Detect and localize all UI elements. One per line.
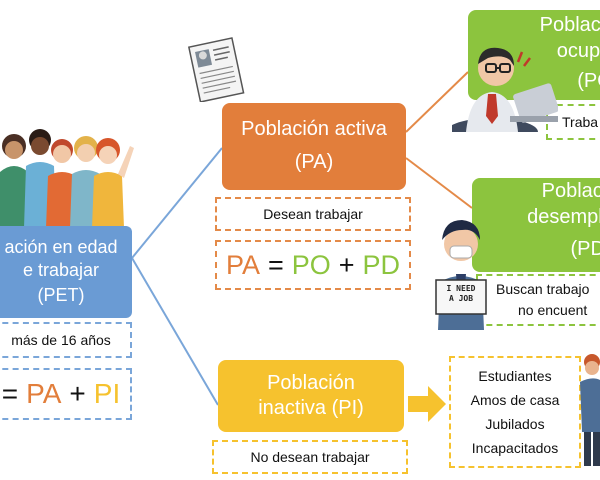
pd-box: Població desemplea (PD)	[472, 178, 600, 272]
pa-formula-po: PO	[291, 249, 331, 280]
pet-box: ación en edad e trabajar (PET)	[0, 226, 132, 318]
job-sign-line-1: I NEED	[446, 284, 476, 293]
connector-pa-pd	[405, 157, 473, 209]
pet-title-line-2: e trabajar	[22, 260, 100, 280]
connector-pet-pi	[131, 257, 219, 406]
pi-title-line-2: inactiva (PI)	[258, 397, 364, 419]
list-item: Incapacitados	[471, 440, 559, 456]
pet-formula-plus: +	[69, 378, 86, 409]
office-worker-icon	[452, 47, 558, 132]
connector-pet-pa	[131, 147, 223, 259]
pa-formula-eq: =	[267, 249, 284, 280]
pa-formula: PA = PO + PD	[215, 240, 411, 290]
pa-title: Población activa	[241, 117, 387, 140]
pa-formula-plus: +	[338, 249, 355, 280]
pa-abbr: (PA)	[294, 150, 334, 173]
pet-formula-pa: PA	[26, 378, 62, 409]
pet-formula-eq: =	[1, 378, 19, 409]
pi-category-list: Estudiantes Amos de casa Jubilados Incap…	[449, 356, 581, 468]
pd-note-line-1: Buscan trabajo	[496, 281, 590, 297]
pi-title-line-1: Población	[267, 372, 355, 394]
job-sign: I NEED A JOB	[437, 284, 485, 304]
job-sign-line-2: A JOB	[448, 294, 474, 303]
group-of-people-icon	[0, 129, 134, 228]
connector-pa-po	[405, 71, 469, 133]
pa-formula-pd: PD	[362, 249, 401, 280]
list-item: Amos de casa	[470, 392, 560, 408]
pa-formula-pa: PA	[225, 249, 260, 280]
po-title-line-1: Població	[539, 14, 600, 36]
pet-note: más de 16 años	[0, 322, 132, 358]
pd-note-line-2: no encuent	[518, 302, 588, 318]
pd-title-line-2: desemplea	[527, 206, 600, 228]
pet-formula: = PA + PI	[0, 368, 132, 420]
pet-title-line-1: ación en edad	[4, 237, 118, 257]
resume-document-icon	[187, 37, 245, 102]
list-item: Estudiantes	[478, 368, 552, 384]
job-seeker-icon	[435, 220, 487, 330]
standing-person-icon	[580, 354, 600, 466]
pet-formula-pi: PI	[93, 378, 121, 409]
pd-abbr: (PD)	[570, 238, 600, 260]
list-item: Jubilados	[485, 416, 545, 432]
pi-note: No desean trabajar	[212, 440, 408, 474]
pa-box: Población activa (PA)	[222, 103, 406, 190]
po-abbr: (PO	[577, 70, 600, 92]
pa-note: Desean trabajar	[215, 197, 411, 231]
pd-title-line-1: Població	[541, 180, 600, 202]
right-arrow-icon	[408, 386, 446, 422]
pi-box: Población inactiva (PI)	[218, 360, 404, 432]
pet-abbr: (PET)	[37, 285, 85, 305]
pd-note: Buscan trabajo no encuent	[476, 274, 600, 326]
po-title-line-2: ocupa	[556, 40, 600, 62]
